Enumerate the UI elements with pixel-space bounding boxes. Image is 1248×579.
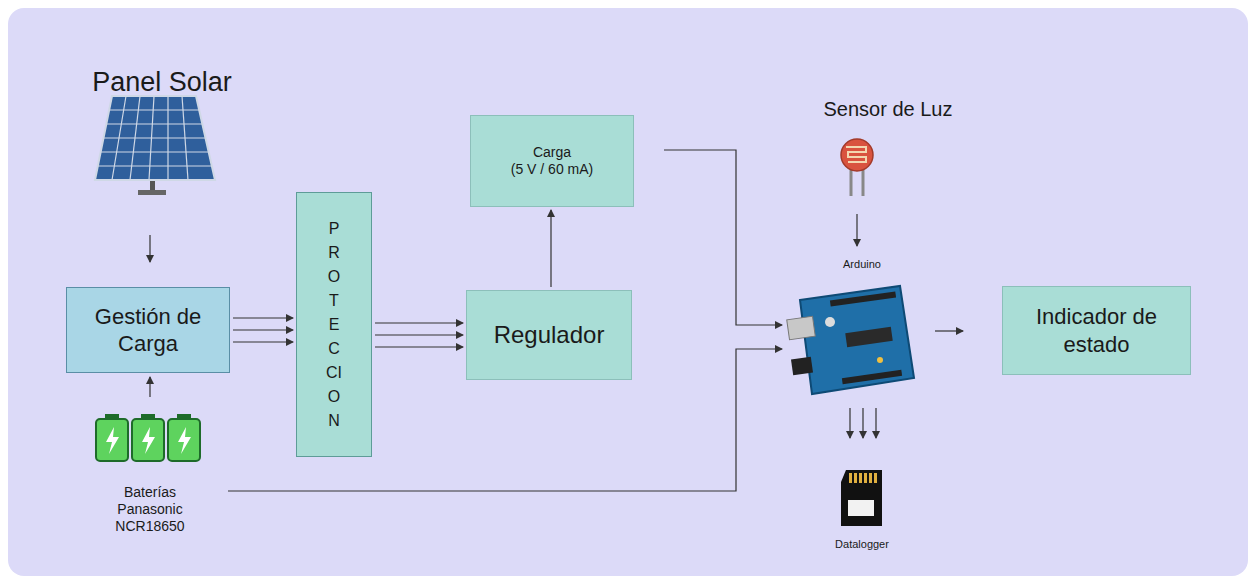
arrow-connector [233, 341, 293, 342]
battery-icon [96, 414, 200, 461]
node-text: (5 V / 60 mA) [511, 161, 593, 179]
arrow-connector [375, 334, 463, 335]
title-label: Panel Solar [62, 66, 262, 98]
process-box: Regulador [466, 290, 632, 380]
process-box: Gestión de Carga [66, 287, 230, 373]
arduino-board-icon [787, 286, 914, 394]
sensor-label: Sensor de Luz [808, 97, 968, 121]
arrow-connector [375, 346, 463, 347]
status-box: Indicador de estado [1002, 286, 1191, 375]
node-text: PROTECCION [326, 217, 342, 433]
vertical-band: PROTECCION [296, 192, 372, 457]
battery-label: Baterías Panasonic NCR18650 [110, 484, 190, 534]
solar-panel-icon [95, 96, 215, 195]
arrow-connector [550, 210, 551, 287]
arrow-connector [375, 322, 463, 323]
board-label: Arduino [822, 258, 902, 271]
arrow-connector [233, 329, 293, 330]
arrow-connector [233, 317, 293, 318]
load-box: Carga(5 V / 60 mA) [470, 115, 634, 207]
node-text: Gestión de Carga [75, 303, 221, 358]
datalogger-label: Datalogger [817, 538, 907, 551]
node-text: Regulador [494, 320, 605, 350]
node-text: Indicador de estado [1011, 303, 1182, 358]
node-text: Carga [533, 144, 571, 162]
light-sensor-icon [841, 139, 873, 196]
sd-card-icon [841, 470, 882, 526]
